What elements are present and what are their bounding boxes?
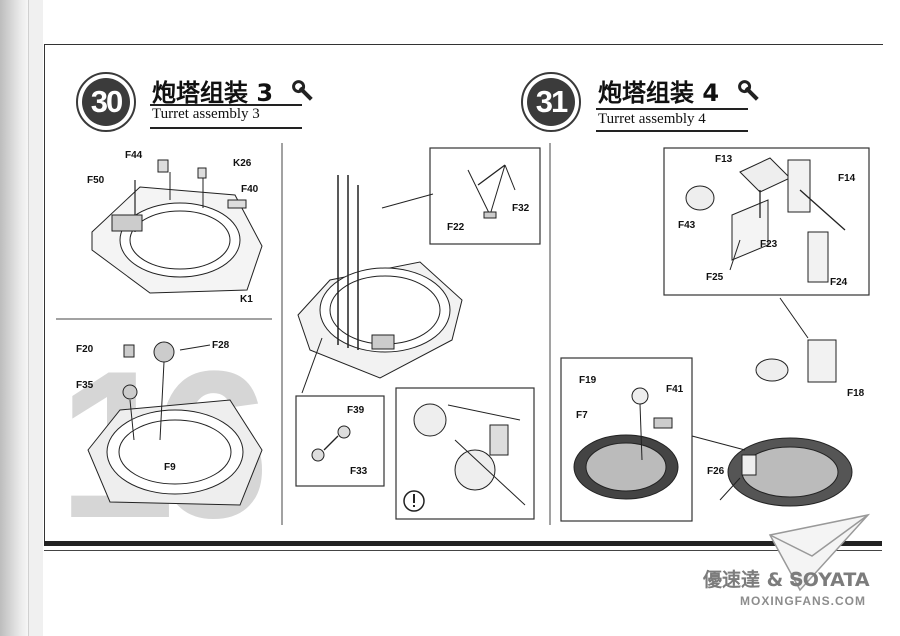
detail-box-f19-f41 bbox=[560, 357, 693, 522]
label-f18: F18 bbox=[847, 388, 865, 399]
wrench-icon bbox=[292, 80, 313, 101]
page-frame bbox=[44, 44, 883, 545]
label-f35: F35 bbox=[76, 380, 94, 391]
label-f41: F41 bbox=[666, 384, 684, 395]
detail-box-f22-f32 bbox=[429, 147, 541, 245]
hatch-parts-drawing bbox=[685, 157, 846, 283]
step-31-title-cn: 炮塔组装 4 bbox=[598, 79, 720, 107]
detail-box-caution bbox=[395, 387, 535, 520]
page-edge bbox=[28, 0, 43, 636]
label-f50: F50 bbox=[87, 175, 105, 186]
part-f39-f33-drawing bbox=[311, 425, 351, 462]
watermark-brand: 優速達 & 𝐒OYATA bbox=[703, 569, 870, 591]
step-31-subtitle-rule bbox=[596, 130, 748, 132]
step-30-title-rule bbox=[150, 104, 302, 106]
step-31-number: 31 bbox=[527, 78, 575, 126]
step-30-badge: 30 bbox=[76, 72, 136, 132]
caution-icon bbox=[403, 490, 425, 512]
caution-detail-drawing bbox=[413, 403, 526, 506]
step-30-title-en: Turret assembly 3 bbox=[152, 106, 260, 122]
label-f20: F20 bbox=[76, 344, 94, 355]
bottom-rule bbox=[44, 541, 882, 546]
detail-box-hatches bbox=[663, 147, 870, 296]
label-k26: K26 bbox=[233, 158, 252, 169]
label-f32: F32 bbox=[512, 203, 530, 214]
label-f40: F40 bbox=[241, 184, 259, 195]
step-31-title-rule bbox=[596, 108, 748, 110]
turret-floor-drawing-a bbox=[573, 387, 679, 500]
label-f22: F22 bbox=[447, 222, 465, 233]
label-f19: F19 bbox=[579, 375, 597, 386]
watermark-url: MOXINGFANS.COM bbox=[740, 594, 867, 608]
label-f39: F39 bbox=[347, 405, 365, 416]
label-f28: F28 bbox=[212, 340, 230, 351]
bottom-rule-thin bbox=[44, 550, 882, 551]
part-f22-f32-drawing bbox=[467, 164, 516, 219]
label-f33: F33 bbox=[350, 466, 368, 477]
label-f44: F44 bbox=[125, 150, 143, 161]
turret-ring-drawing-b bbox=[87, 341, 263, 506]
step-31-title-en: Turret assembly 4 bbox=[598, 111, 706, 127]
turret-main-drawing bbox=[297, 175, 463, 394]
wrench-icon bbox=[738, 80, 759, 101]
label-f24: F24 bbox=[830, 277, 848, 288]
turret-ring-drawing-a bbox=[91, 159, 263, 294]
step-30-subtitle-rule bbox=[150, 127, 302, 129]
label-f23: F23 bbox=[760, 239, 778, 250]
step-31-badge: 31 bbox=[521, 72, 581, 132]
label-f9: F9 bbox=[164, 462, 176, 473]
step-30-number: 30 bbox=[82, 78, 130, 126]
label-f14: F14 bbox=[838, 173, 856, 184]
label-k1: K1 bbox=[240, 294, 253, 305]
detail-box-f39-f33 bbox=[295, 395, 385, 487]
label-f13: F13 bbox=[715, 154, 733, 165]
binding-shadow bbox=[0, 0, 28, 636]
paper-plane-logo-icon bbox=[768, 513, 871, 592]
label-f25: F25 bbox=[706, 272, 724, 283]
label-f26: F26 bbox=[707, 466, 725, 477]
label-f7: F7 bbox=[576, 410, 588, 421]
label-f43: F43 bbox=[678, 220, 696, 231]
turret-floor-drawing-b bbox=[691, 297, 853, 507]
step-30-title-cn: 炮塔组装 3 bbox=[152, 79, 274, 107]
